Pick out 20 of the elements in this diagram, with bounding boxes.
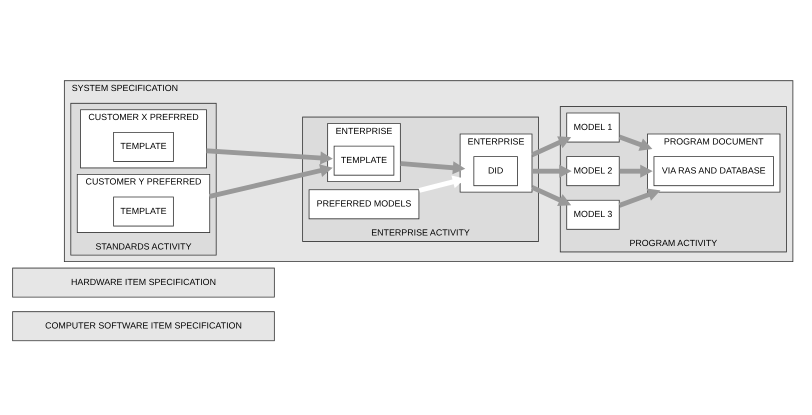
- node-box: TEMPLATE: [113, 132, 174, 162]
- arrow: [531, 185, 572, 206]
- node-box: VIA RAS AND DATABASE: [654, 156, 774, 186]
- arrow: [618, 188, 660, 208]
- arrow: [209, 164, 333, 199]
- arrow: [400, 161, 466, 174]
- node-box: PREFERRED MODELS: [308, 189, 420, 220]
- node-box: COMPUTER SOFTWARE ITEM SPECIFICATION: [12, 311, 275, 342]
- arrow: [206, 148, 333, 164]
- arrow: [618, 134, 652, 151]
- arrow: [532, 164, 572, 178]
- arrow: [619, 164, 653, 178]
- node-box: MODEL 1: [566, 112, 620, 142]
- node-box: MODEL 3: [566, 200, 620, 230]
- node-box: MODEL 2: [566, 156, 620, 186]
- node-box: TEMPLATE: [113, 196, 174, 226]
- node-box: TEMPLATE: [334, 146, 394, 176]
- node-box: DID: [473, 156, 518, 186]
- node-box: HARDWARE ITEM SPECIFICATION: [12, 268, 275, 298]
- arrow: [531, 136, 572, 158]
